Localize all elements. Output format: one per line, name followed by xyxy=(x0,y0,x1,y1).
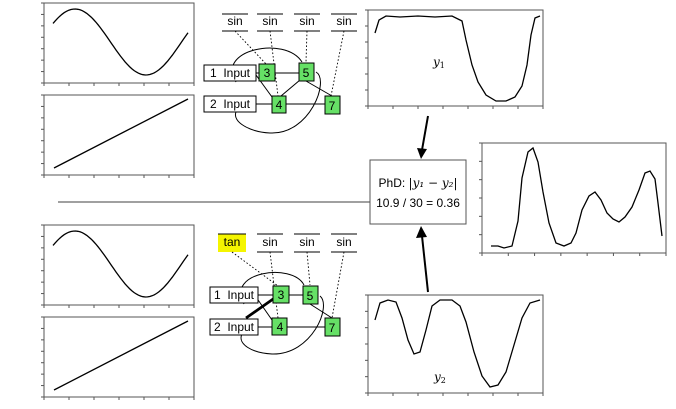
function-text: sin xyxy=(262,14,277,28)
y1-curve xyxy=(374,15,541,102)
function-text: sin xyxy=(227,14,242,28)
function-label-1: tan xyxy=(218,233,246,252)
plot-ticks xyxy=(41,316,195,400)
input-label: 1 Input xyxy=(210,66,251,80)
input-label: 2 Input xyxy=(214,320,255,334)
plot-ticks xyxy=(365,9,544,109)
function-label-3: sin xyxy=(294,233,320,253)
plot-ticks xyxy=(41,2,195,86)
node-3: 3 xyxy=(258,63,276,82)
node-label: 3 xyxy=(264,66,271,80)
function-label-2: sin xyxy=(257,13,283,32)
plot-ticks xyxy=(479,142,667,256)
recurrent-loop xyxy=(234,71,321,134)
function-text: sin xyxy=(336,14,351,28)
function-text: tan xyxy=(224,235,241,249)
y2-curve xyxy=(374,299,541,388)
input-node-1: 1 Input xyxy=(209,286,259,304)
edge xyxy=(280,79,301,97)
function-label-2: sin xyxy=(257,233,283,253)
input-node-2: 2 Input xyxy=(209,318,259,336)
network-bottom: tan sin sin sin xyxy=(209,233,357,355)
sine-curve xyxy=(52,230,189,298)
sine-curve xyxy=(52,8,189,76)
phd-formula: PhD: |y₁ − y₂| xyxy=(379,176,458,190)
difference-plot xyxy=(479,142,667,256)
plot-ticks xyxy=(41,224,195,308)
node-label: 7 xyxy=(329,321,336,335)
node-label: 3 xyxy=(278,288,285,302)
function-label-4: sin xyxy=(331,233,357,253)
function-link xyxy=(234,30,267,65)
function-text: sin xyxy=(299,14,314,28)
input-label: 1 Input xyxy=(214,288,255,302)
linear-curve xyxy=(53,320,189,391)
function-link xyxy=(305,30,308,63)
tan-highlight xyxy=(218,234,246,252)
function-label-1: sin xyxy=(222,13,248,32)
function-link xyxy=(330,30,345,97)
phd-box: PhD: |y₁ − y₂| 10.9 / 30 = 0.36 xyxy=(369,159,467,225)
node-7: 7 xyxy=(324,95,341,115)
node-7: 7 xyxy=(324,317,341,337)
node-5: 5 xyxy=(298,62,315,82)
linear-curve xyxy=(53,98,189,169)
y1-label: y1 xyxy=(432,55,445,70)
node-label: 4 xyxy=(276,98,283,112)
function-text: sin xyxy=(336,235,351,249)
y2-label: y2 xyxy=(433,370,446,385)
node-label: 5 xyxy=(303,66,310,80)
node-label: 7 xyxy=(329,99,336,113)
plot-ticks xyxy=(41,94,195,178)
network-top: sin sin sin sin xyxy=(203,13,357,134)
input-plot-sine-bottom xyxy=(41,224,195,308)
function-label-3: sin xyxy=(294,13,320,32)
function-link xyxy=(231,251,279,287)
node-4: 4 xyxy=(271,317,288,336)
edge xyxy=(255,296,273,321)
node-5: 5 xyxy=(302,285,319,305)
node-3: 3 xyxy=(272,285,290,304)
plot-ticks xyxy=(365,294,544,396)
input-label: 2 Input xyxy=(210,97,251,111)
difference-curve xyxy=(491,146,663,249)
output-plot-y1: y1 xyxy=(365,9,544,109)
function-link xyxy=(269,251,279,319)
input-plot-linear-top xyxy=(41,94,195,178)
recurrent-loop xyxy=(240,295,324,355)
node-label: 5 xyxy=(307,289,314,303)
edge xyxy=(305,80,333,97)
arrow-y2-to-phd xyxy=(416,226,429,293)
output-plot-y2: y2 xyxy=(365,294,544,396)
input-plot-sine-top xyxy=(41,2,195,86)
node-label: 4 xyxy=(277,320,284,334)
phd-value: 10.9 / 30 = 0.36 xyxy=(376,196,460,210)
node-4: 4 xyxy=(271,95,287,114)
function-link xyxy=(306,251,311,286)
input-plot-linear-bottom xyxy=(41,316,195,400)
function-link xyxy=(331,251,345,319)
edge xyxy=(309,303,333,319)
input-node-2: 2 Input xyxy=(203,95,257,113)
function-label-4: sin xyxy=(331,13,357,32)
arrow-y1-to-phd xyxy=(417,115,429,159)
function-text: sin xyxy=(262,235,277,249)
function-text: sin xyxy=(299,235,314,249)
input-node-1: 1 Input xyxy=(203,64,257,82)
